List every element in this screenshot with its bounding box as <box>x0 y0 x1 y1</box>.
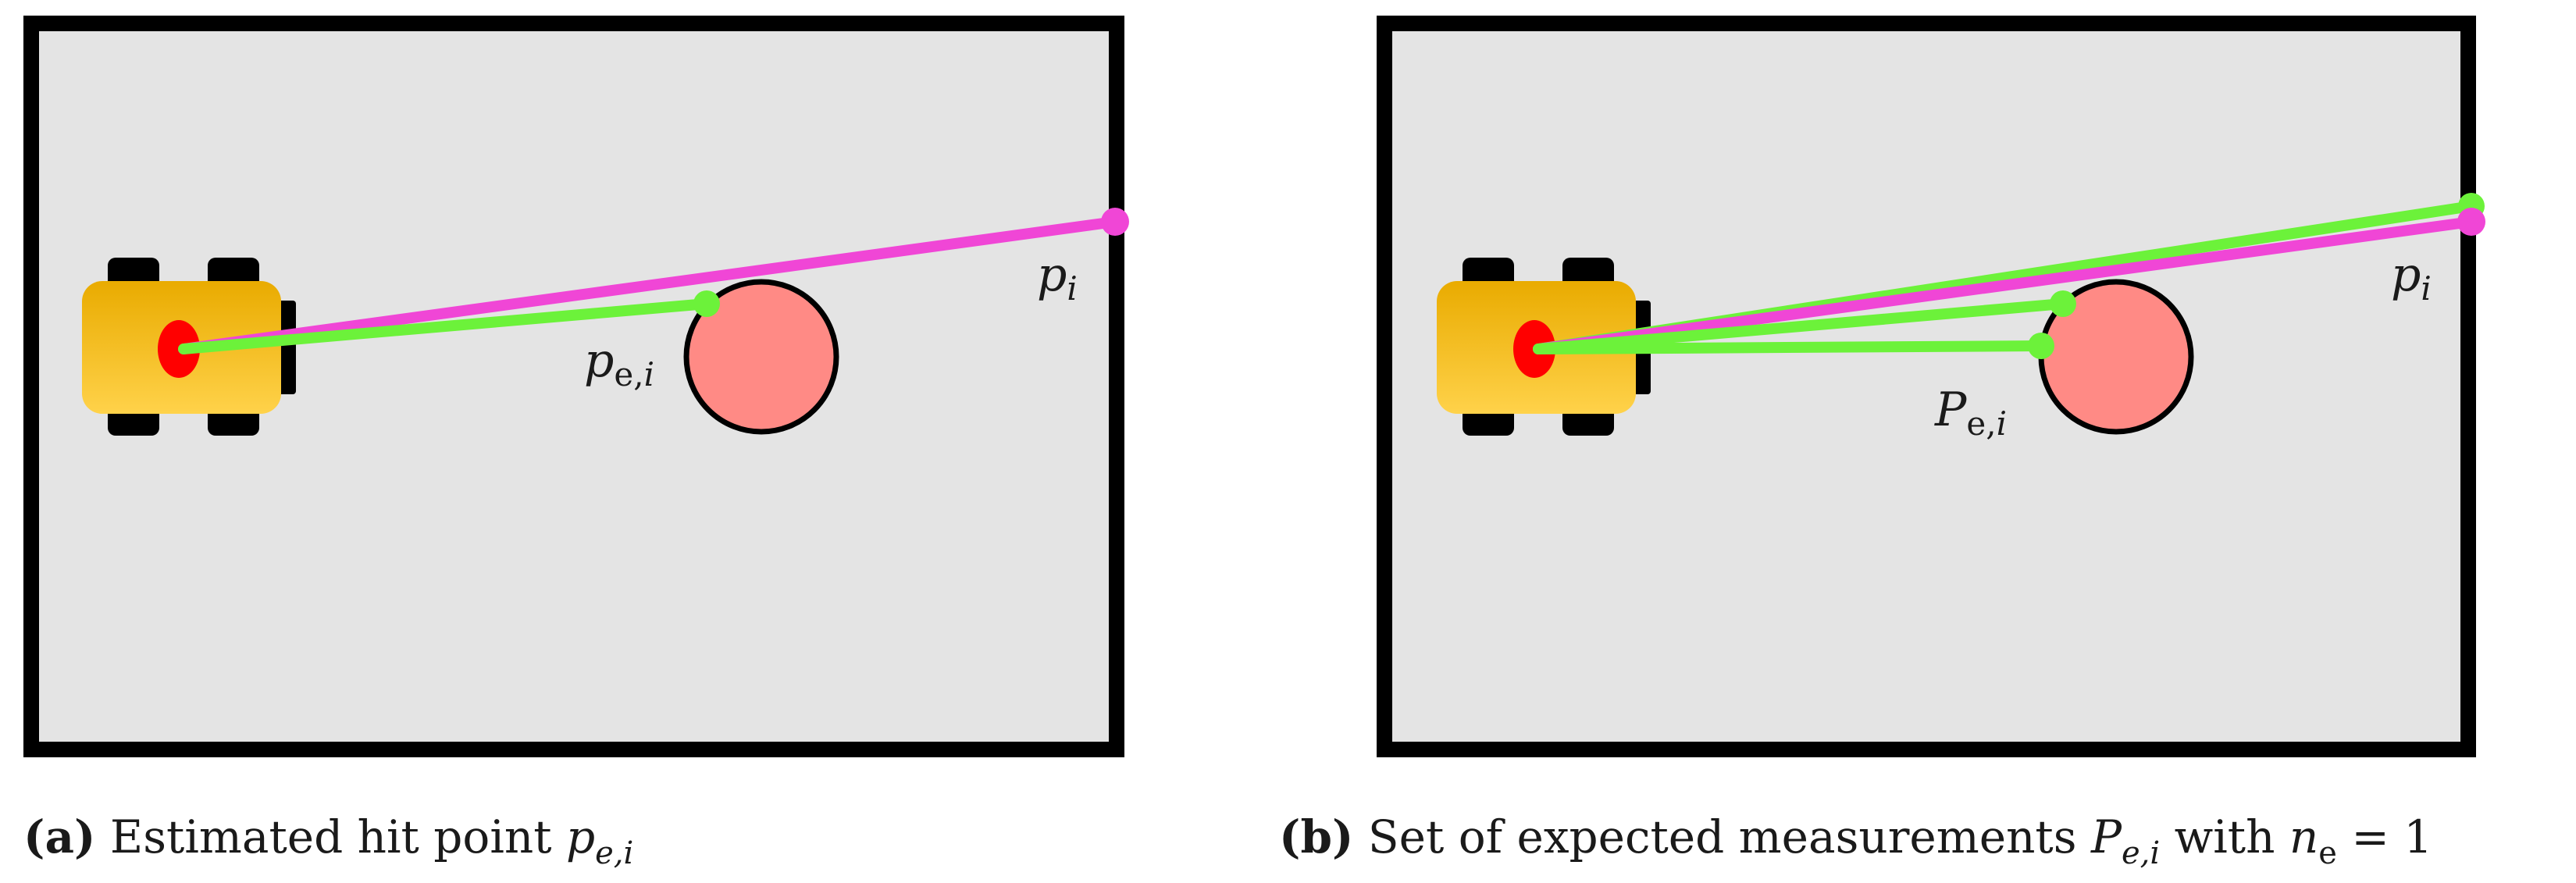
expected-ray <box>1533 340 2047 354</box>
measured-hit-point <box>1101 208 1129 236</box>
label-expected-set: Pe,i <box>1934 383 2007 443</box>
expected-hit-point <box>2050 290 2076 317</box>
measured-hit-point <box>2457 208 2485 236</box>
robot-bumper <box>277 301 296 394</box>
caption-a: (a) Estimated hit point pe,i <box>23 810 633 871</box>
label-estimated-point: pe,i <box>584 333 654 393</box>
measured-ray <box>178 216 1121 354</box>
expected-hit-point <box>2028 333 2054 359</box>
label-measured-point: pi <box>1037 247 1078 308</box>
obstacle <box>683 279 839 435</box>
panel-b: pi Pe,i (b) Set of expected measurements… <box>1279 16 2485 871</box>
label-measured-point: pi <box>2391 247 2432 308</box>
estimated-hit-point <box>693 290 720 317</box>
measured-ray <box>1533 216 2477 354</box>
panel-a: pi pe,i (a) Estimated hit point pe,i <box>23 16 1129 871</box>
expected-ray <box>178 298 712 354</box>
expected-ray <box>1533 298 2068 354</box>
caption-b: (b) Set of expected measurements Pe,i wi… <box>1279 810 2432 871</box>
